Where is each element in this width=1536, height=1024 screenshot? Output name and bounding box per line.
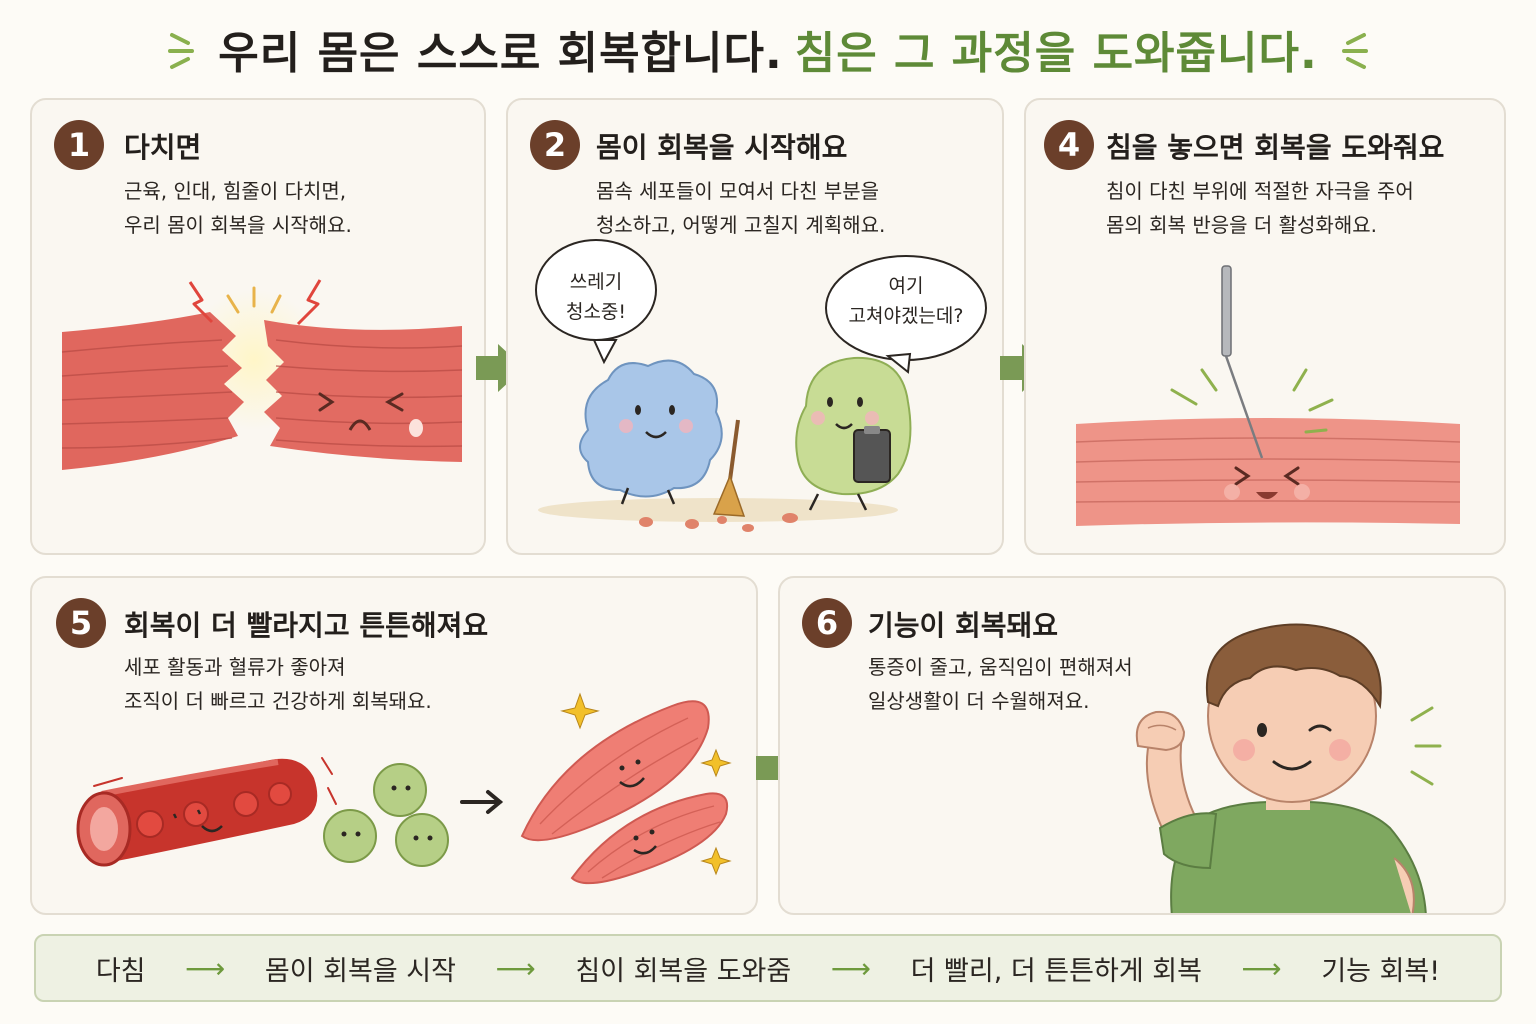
desc-line: 몸속 세포들이 모여서 다친 부분을 [596,179,880,203]
panel-faster-recovery: 5 회복이 더 빨라지고 튼튼해져요 세포 활동과 혈류가 좋아져 조직이 더 … [30,576,758,915]
panel-description: 근육, 인대, 힘줄이 다치면, 우리 몸이 회복을 시작해요. [124,174,352,242]
panel-title: 침을 놓으면 회복을 도와줘요 [1106,131,1445,164]
healthy-boy-illustration [1135,623,1442,913]
cells-cleaning-illustration: 쓰레기 청소중! 여기 고쳐야겠는데? [535,239,987,532]
desc-line: 일상생활이 더 수월해져요. [868,689,1090,713]
summary-step: 더 빨리, 더 튼튼하게 회복 [910,955,1202,987]
desc-line: 근육, 인대, 힘줄이 다치면, [124,179,347,203]
title-main: 우리 몸은 스스로 회복합니다. [218,28,783,79]
step-badge: 6 [802,598,852,648]
panel-acupuncture: 4 침을 놓으면 회복을 도와줘요 침이 다친 부위에 적절한 자극을 주어 몸… [1024,98,1506,555]
flow-arrow-icon: ⟶ [495,951,536,985]
desc-line: 몸의 회복 반응을 더 활성화해요. [1106,213,1377,237]
panel-injury: 1 다치면 근육, 인대, 힘줄이 다치면, 우리 몸이 회복을 시작해요. [30,98,486,555]
flow-arrow-icon: ⟶ [185,951,226,985]
bubble-right-line: 여기 [889,275,924,297]
step-badge: 5 [56,598,106,648]
bubble-right-line: 고쳐야겠는데? [849,305,964,327]
desc-line: 조직이 더 빠르고 건강하게 회복돼요. [124,689,432,713]
sparkle-lines-icon [168,33,195,69]
desc-line: 세포 활동과 혈류가 좋아져 [124,655,346,679]
step-badge: 4 [1044,120,1094,170]
desc-line: 청소하고, 어떻게 고칠지 계획해요. [596,213,886,237]
sparkle-lines-icon [1341,33,1368,69]
flow-arrow-icon: ⟶ [1241,951,1282,985]
step-badge: 1 [54,120,104,170]
blood-vessel-and-muscle-illustration [76,692,732,885]
summary-flow-bar: 다침 ⟶ 몸이 회복을 시작 ⟶ 침이 회복을 도와줌 ⟶ 더 빨리, 더 튼튼… [34,934,1502,1002]
panel-healing-start: 2 몸이 회복을 시작해요 몸속 세포들이 모여서 다친 부분을 청소하고, 어… [506,98,1004,555]
next-step-arrow-icon [476,344,524,392]
torn-muscle-illustration [61,279,463,470]
bubble-left-line: 청소중! [566,301,626,323]
bubble-left-line: 쓰레기 [570,271,622,293]
panel-title: 회복이 더 빨라지고 튼튼해져요 [124,609,489,642]
desc-line: 우리 몸이 회복을 시작해요. [124,213,352,237]
desc-line: 통증이 줄고, 움직임이 편해져서 [868,655,1133,679]
page-title: 우리 몸은 스스로 회복합니다. 침은 그 과정을 도와줍니다. [0,14,1536,84]
summary-step: 다침 [95,955,146,987]
panel-title: 다치면 [124,131,202,164]
panel-title: 기능이 회복돼요 [868,609,1059,642]
summary-step: 기능 회복! [1321,955,1441,987]
panel-description: 몸속 세포들이 모여서 다친 부분을 청소하고, 어떻게 고칠지 계획해요. [596,174,885,242]
panel-description: 침이 다친 부위에 적절한 자극을 주어 몸의 회복 반응을 더 활성화해요. [1106,174,1414,242]
title-accent: 침은 그 과정을 도와줍니다. [794,28,1318,79]
desc-line: 침이 다친 부위에 적절한 자극을 주어 [1106,179,1414,203]
summary-step: 몸이 회복을 시작 [264,955,456,987]
panel-function-restored: 6 기능이 회복돼요 통증이 줄고, 움직임이 편해져서 일상생활이 더 수월해… [778,576,1506,915]
panel-description: 세포 활동과 혈류가 좋아져 조직이 더 빠르고 건강하게 회복돼요. [124,650,432,718]
panel-title: 몸이 회복을 시작해요 [596,131,848,164]
summary-step: 침이 회복을 도와줌 [575,955,792,987]
flow-arrow-icon: ⟶ [830,951,871,985]
needle-on-muscle-illustration [1075,265,1461,526]
panel-description: 통증이 줄고, 움직임이 편해져서 일상생활이 더 수월해져요. [868,650,1133,718]
step-badge: 2 [530,120,580,170]
